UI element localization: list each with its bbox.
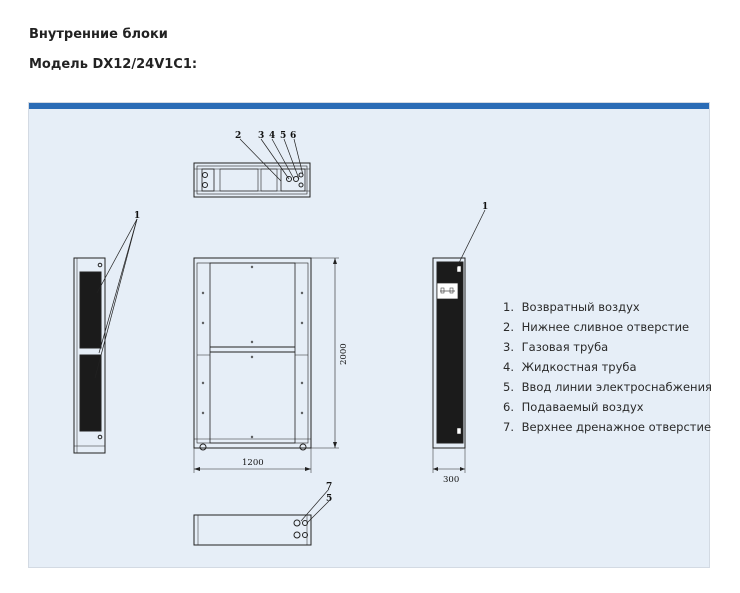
callout-5: 5 bbox=[280, 131, 286, 141]
top-view bbox=[193, 138, 311, 198]
callout-1-left: 1 bbox=[134, 211, 140, 221]
callout-3: 3 bbox=[258, 131, 264, 141]
drawing-panel: 2 3 4 5 6 1 1 7 5 1200 300 2000 1. Возвр… bbox=[28, 102, 712, 568]
callout-6: 6 bbox=[290, 131, 296, 141]
callout-4: 4 bbox=[269, 131, 275, 141]
legend-item: 2. Нижнее сливное отверстие bbox=[503, 320, 690, 334]
right-side-view bbox=[432, 209, 486, 473]
legend-list: 1. Возвратный воздух 2. Нижнее сливное о… bbox=[503, 297, 712, 437]
legend-item: 3. Газовая труба bbox=[503, 340, 609, 354]
panel-accent-bar bbox=[29, 103, 709, 109]
callout-1-right: 1 bbox=[482, 202, 488, 212]
dimension-height: 2000 bbox=[339, 343, 349, 365]
model-title: Модель DX12/24V1C1: bbox=[29, 57, 198, 72]
callout-2: 2 bbox=[235, 131, 241, 141]
legend-item: 6. Подаваемый воздух bbox=[503, 400, 644, 414]
technical-drawing: 2 3 4 5 6 1 1 7 5 1200 300 2000 bbox=[73, 131, 488, 546]
front-view bbox=[193, 257, 339, 473]
legend-item: 7. Верхнее дренажное отверстие bbox=[503, 420, 712, 434]
callout-7: 7 bbox=[326, 482, 332, 492]
section-title: Внутренние блоки bbox=[29, 27, 168, 42]
dimension-depth: 300 bbox=[443, 475, 459, 485]
legend-item: 4. Жидкостная труба bbox=[503, 360, 637, 374]
left-side-view bbox=[73, 218, 138, 454]
legend-item: 1. Возвратный воздух bbox=[503, 300, 640, 314]
legend-item: 5. Ввод линии электроснабжения bbox=[503, 380, 712, 394]
dimension-width: 1200 bbox=[242, 458, 264, 468]
callout-5-bottom: 5 bbox=[326, 494, 332, 504]
bottom-view bbox=[193, 488, 330, 546]
